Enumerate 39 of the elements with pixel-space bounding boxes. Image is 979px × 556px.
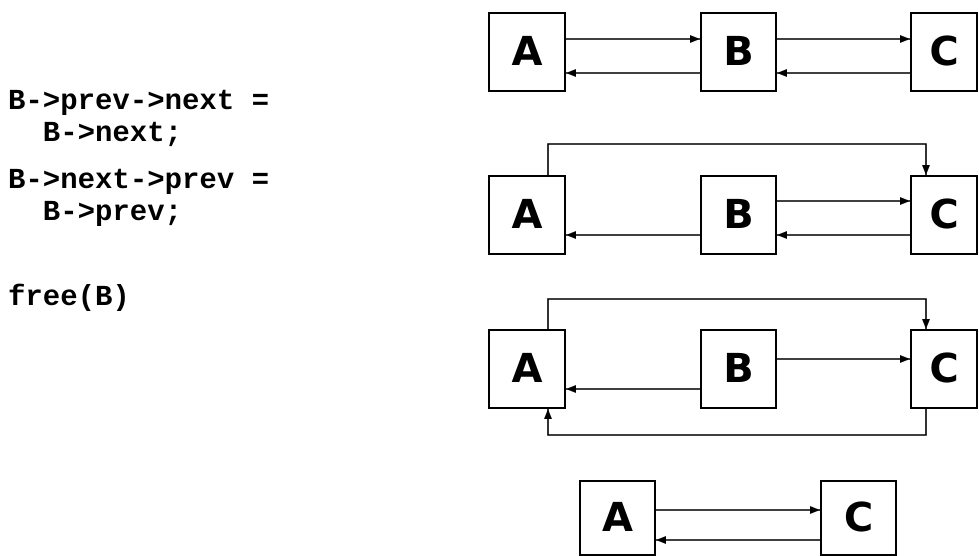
code-statement: free(B) (8, 282, 131, 314)
arrow (777, 355, 910, 363)
node-label: A (602, 498, 633, 538)
list-node-box (488, 329, 566, 409)
node-label: A (512, 32, 542, 72)
node-label: C (929, 195, 959, 235)
arrow (566, 231, 700, 239)
arrow (566, 69, 700, 77)
list-node-box (579, 480, 656, 556)
list-node-box (820, 480, 897, 556)
arrow (777, 231, 910, 239)
node-label: C (929, 349, 959, 389)
node-label: B (723, 195, 754, 235)
code-statement: B->next->prev = B->prev; (8, 165, 270, 229)
arrow (544, 409, 927, 436)
list-node-box (700, 329, 777, 409)
arrow (777, 69, 910, 77)
arrow (656, 506, 820, 514)
arrow (777, 197, 910, 205)
arrow (777, 35, 910, 43)
list-node-box (700, 12, 777, 92)
node-label: C (929, 32, 959, 72)
arrow (656, 536, 820, 544)
list-node-box (488, 12, 566, 92)
arrow (547, 298, 930, 329)
node-label: A (512, 349, 542, 389)
list-node-box (910, 329, 978, 409)
list-node-box (488, 175, 566, 255)
list-node-box (910, 175, 978, 255)
list-node-box (910, 12, 978, 92)
arrow (547, 143, 930, 175)
arrow (566, 385, 700, 393)
code-statement: B->prev->next = B->next; (8, 86, 270, 150)
node-label: C (844, 498, 874, 538)
node-label: B (723, 349, 754, 389)
arrow (566, 35, 700, 43)
node-label: B (723, 32, 754, 72)
list-node-box (700, 175, 777, 255)
node-label: A (512, 195, 542, 235)
